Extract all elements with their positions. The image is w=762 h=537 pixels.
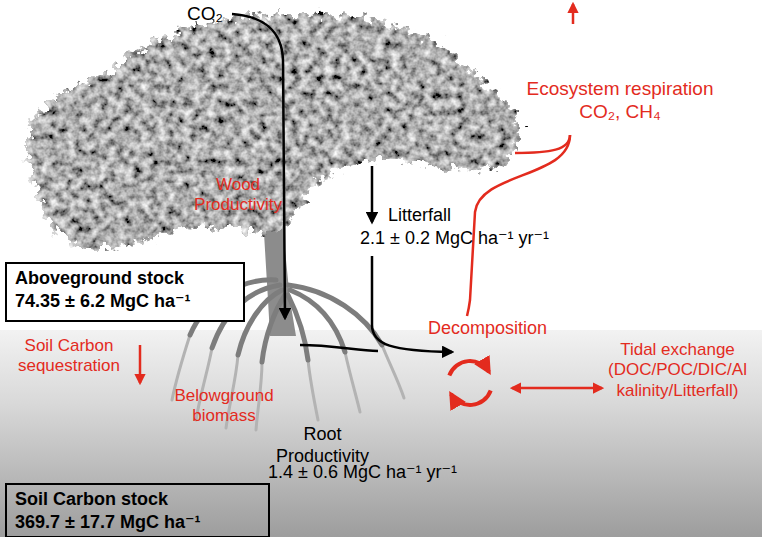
flux-value: 2.1 ± 0.2 MgC ha⁻¹ yr⁻¹ xyxy=(360,228,600,250)
canopy xyxy=(27,14,519,249)
process-label: Decomposition xyxy=(428,318,578,340)
underground-root xyxy=(308,360,318,420)
prop-root xyxy=(288,285,382,345)
soil-band xyxy=(0,330,762,537)
pool-label: Belowground biomass xyxy=(165,386,283,427)
flux-label: Litterfall xyxy=(388,205,508,227)
flux-label: Wood Productivity xyxy=(188,175,288,216)
prop-root xyxy=(262,295,285,362)
litterfall-arrow xyxy=(371,166,374,222)
cycle-arrow xyxy=(451,391,491,405)
underground-root xyxy=(345,352,360,412)
stock-box: Soil Carbon stock369.7 ± 17.7 MgC ha⁻¹ xyxy=(5,483,270,537)
tidal-arrow xyxy=(512,387,602,390)
gas-label: CO₂ xyxy=(187,3,247,26)
respiration-bracket xyxy=(467,135,570,316)
respiration-bracket xyxy=(515,135,570,153)
sequestration-arrow xyxy=(139,345,142,383)
stock-value: 369.7 ± 17.7 MgC ha⁻¹ xyxy=(15,511,260,534)
stock-heading: Aboveground stock xyxy=(15,267,235,290)
stock-value: 74.35 ± 6.2 MgC ha⁻¹ xyxy=(15,290,235,313)
flux-label: Ecosystem respiration CO₂, CH₄ xyxy=(515,78,725,124)
flux-label: Root Productivity xyxy=(265,424,380,467)
prop-root xyxy=(288,295,308,360)
root-input-line xyxy=(300,345,378,351)
stock-heading: Soil Carbon stock xyxy=(15,488,260,511)
underground-root xyxy=(382,345,404,398)
respiration-arrow xyxy=(572,4,575,24)
flux-label: Soil Carbon sequestration xyxy=(8,336,130,377)
flux-label: Tidal exchange (DOC/POC/DIC/Alkalinity/L… xyxy=(605,340,750,401)
flux-value: 1.4 ± 0.6 MgC ha⁻¹ yr⁻¹ xyxy=(268,462,508,484)
stock-box: Aboveground stock74.35 ± 6.2 MgC ha⁻¹ xyxy=(5,262,245,322)
cycle-arrow xyxy=(449,361,489,375)
